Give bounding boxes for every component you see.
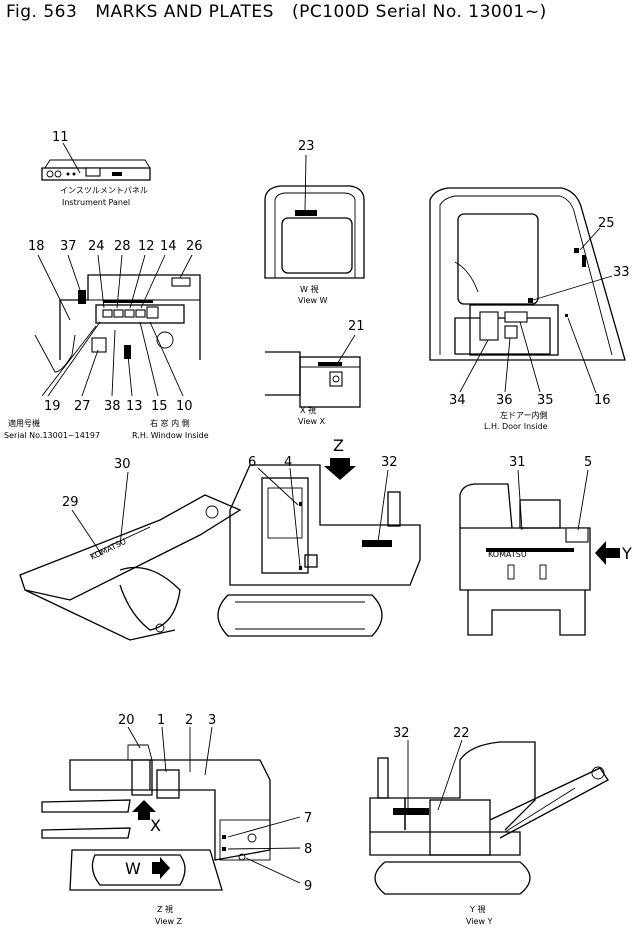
callout-34: 34 (449, 393, 466, 408)
callout-4: 4 (284, 455, 292, 470)
callout-37: 37 (60, 239, 77, 254)
callout-31: 31 (509, 455, 526, 470)
callout-11: 11 (52, 130, 69, 145)
callout-26: 26 (186, 239, 203, 254)
view-y: 32 22 Y 視 View Y (369, 726, 609, 926)
callout-13: 13 (126, 399, 143, 414)
callout-19: 19 (44, 399, 61, 414)
side-view-excavator: KOMATSU 29 30 6 4 Z 32 (19, 436, 421, 641)
lh-door-view: 25 33 34 36 35 16 左ドアー内側 L.H. Door Insid… (429, 187, 630, 431)
view-w-caption-jp: W 視 (300, 285, 318, 294)
instrument-panel-view: 11 インスツルメントパネル Instrument Panel (41, 130, 151, 207)
callout-36: 36 (496, 393, 513, 408)
callout-27: 27 (74, 399, 91, 414)
view-z-caption: View Z (155, 917, 183, 926)
view-z-caption-jp: Z 視 (157, 905, 173, 914)
figure-number: Fig. 563 (6, 2, 78, 22)
view-x-caption-jp: X 視 (300, 406, 316, 415)
callout-3: 3 (208, 713, 216, 728)
callout-38: 38 (104, 399, 121, 414)
callout-22: 22 (453, 726, 470, 741)
view-x-caption: View X (298, 417, 326, 426)
callout-23: 23 (298, 139, 315, 154)
view-w: 23 W 視 View W (264, 139, 365, 305)
callout-33: 33 (613, 265, 630, 280)
callout-7: 7 (304, 811, 312, 826)
callout-30: 30 (114, 457, 131, 472)
callout-12: 12 (138, 239, 155, 254)
figure-title: MARKS AND PLATES (95, 2, 274, 22)
view-z-letter: Z (333, 436, 344, 455)
callout-6: 6 (248, 455, 256, 470)
callout-24: 24 (88, 239, 105, 254)
lh-door-caption: L.H. Door Inside (484, 422, 548, 431)
serial-caption-jp: 適用号機 (8, 418, 40, 428)
instrument-panel-caption: Instrument Panel (62, 198, 130, 207)
callout-14: 14 (160, 239, 177, 254)
callout-25: 25 (598, 216, 615, 231)
callout-28: 28 (114, 239, 131, 254)
callout-18: 18 (28, 239, 45, 254)
view-w-caption: View W (298, 296, 328, 305)
callout-15: 15 (151, 399, 168, 414)
view-x-letter: X (150, 816, 161, 835)
callout-35: 35 (537, 393, 554, 408)
figure-header: Fig. 563 MARKS AND PLATES (PC100D Serial N… (6, 2, 565, 22)
rh-window-caption-jp: 右 窓 内 側 (150, 418, 190, 428)
view-w-letter: W (125, 859, 141, 878)
callout-5: 5 (584, 455, 592, 470)
callout-10: 10 (176, 399, 193, 414)
rh-window-caption: R.H. Window Inside (132, 431, 209, 440)
callout-9: 9 (304, 879, 312, 894)
lh-door-caption-jp: 左ドアー内側 (500, 410, 548, 420)
rear-view-excavator: KOMATSU 31 5 Y (459, 455, 632, 636)
view-y-letter: Y (621, 544, 632, 563)
view-x: 21 X 視 View X (265, 319, 365, 426)
callout-2: 2 (185, 713, 193, 728)
callout-32-view-y: 32 (393, 726, 410, 741)
callout-32: 32 (381, 455, 398, 470)
figure-serial: (PC100D Serial No. 13001~) (291, 2, 547, 22)
callout-1: 1 (157, 713, 165, 728)
view-y-caption: View Y (466, 917, 493, 926)
view-z: 20 1 2 3 7 8 9 X W Z 視 View Z (41, 713, 312, 926)
instrument-panel-caption-jp: インスツルメントパネル (60, 186, 148, 195)
counterweight-brand-text: KOMATSU (488, 550, 527, 559)
callout-29: 29 (62, 495, 79, 510)
view-y-caption-jp: Y 視 (469, 905, 485, 914)
callout-16: 16 (594, 393, 611, 408)
callout-8: 8 (304, 842, 312, 857)
callout-20: 20 (118, 713, 135, 728)
rh-window-view: 18 37 24 28 12 14 26 19 27 38 13 15 10 適… (4, 239, 209, 440)
serial-range-caption: Serial No.13001~14197 (4, 431, 100, 440)
callout-21: 21 (348, 319, 365, 334)
